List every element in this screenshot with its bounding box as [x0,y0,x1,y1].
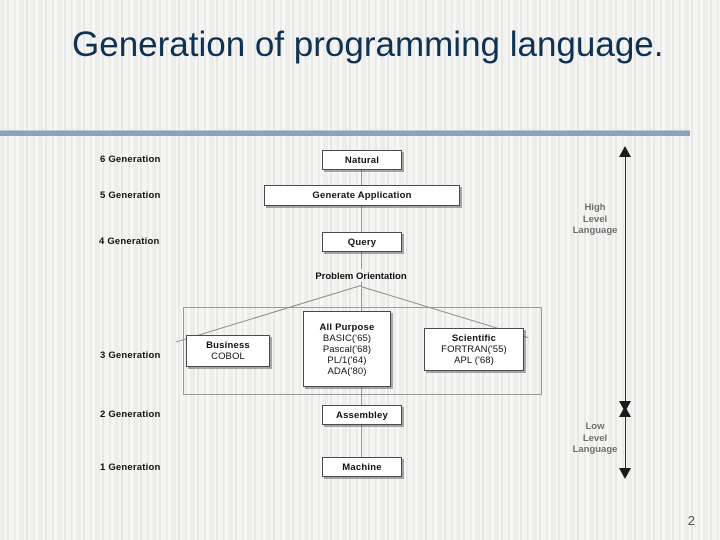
connector-problem-allpurpose [361,282,362,311]
node-business-title: Business [206,340,250,351]
high-level-axis-line [625,156,626,411]
node-business-item-0: COBOL [211,351,245,362]
connector-natural-generate [361,170,362,185]
title-divider [0,130,690,136]
low-level-arrow-up-icon [619,406,631,417]
node-business[interactable]: Business COBOL [186,335,270,367]
generation-label-2: 2 Generation [100,409,161,420]
generation-label-6: 6 Generation [100,154,161,165]
node-generate-application[interactable]: Generate Application [264,185,460,206]
low-level-arrow-down-icon [619,468,631,479]
node-all-purpose-item-2: PL/1('64) [327,354,367,366]
node-generate-application-title: Generate Application [312,190,412,201]
side-label-high-level-language: High Level Language [572,202,618,236]
third-generation-group-box [183,307,542,395]
node-query[interactable]: Query [322,232,402,252]
connector-allpurpose-assembley [361,387,362,405]
side-label-low-level-language: Low Level Language [572,421,618,455]
node-machine-title: Machine [342,461,382,473]
node-all-purpose-item-1: Pascal('68) [322,343,372,355]
generation-label-5: 5 Generation [100,190,161,201]
generation-diagram: 6 Generation 5 Generation 4 Generation 3… [0,140,720,500]
generation-label-3: 3 Generation [100,350,161,361]
node-natural[interactable]: Natural [322,150,402,170]
node-scientific[interactable]: Scientific FORTRAN('55) APL ('68) [424,328,524,371]
high-level-arrow-up-icon [619,146,631,157]
generation-label-1: 1 Generation [100,462,161,473]
node-scientific-item-1: APL ('68) [454,355,494,366]
node-natural-title: Natural [344,154,380,166]
node-machine[interactable]: Machine [322,457,402,477]
page-title: Generation of programming language. [72,25,664,64]
node-all-purpose-title: All Purpose [319,321,375,333]
node-scientific-item-0: FORTRAN('55) [441,344,507,355]
node-all-purpose[interactable]: All Purpose BASIC('65) Pascal('68) PL/1(… [303,311,391,387]
problem-orientation-label: Problem Orientation [315,271,407,282]
connector-assembley-machine [361,425,362,457]
low-level-axis-line [625,416,626,472]
node-all-purpose-item-0: BASIC('65) [322,332,372,344]
node-query-title: Query [347,236,377,248]
generation-label-4: 4 Generation [99,236,160,247]
connector-query-problem [361,252,362,269]
page-number: 2 [687,513,695,528]
node-assembley[interactable]: Assembley [322,405,402,425]
node-scientific-title: Scientific [451,333,497,344]
node-all-purpose-item-3: ADA('80) [327,365,367,377]
node-assembley-title: Assembley [336,409,388,421]
connector-generate-query [361,206,362,232]
